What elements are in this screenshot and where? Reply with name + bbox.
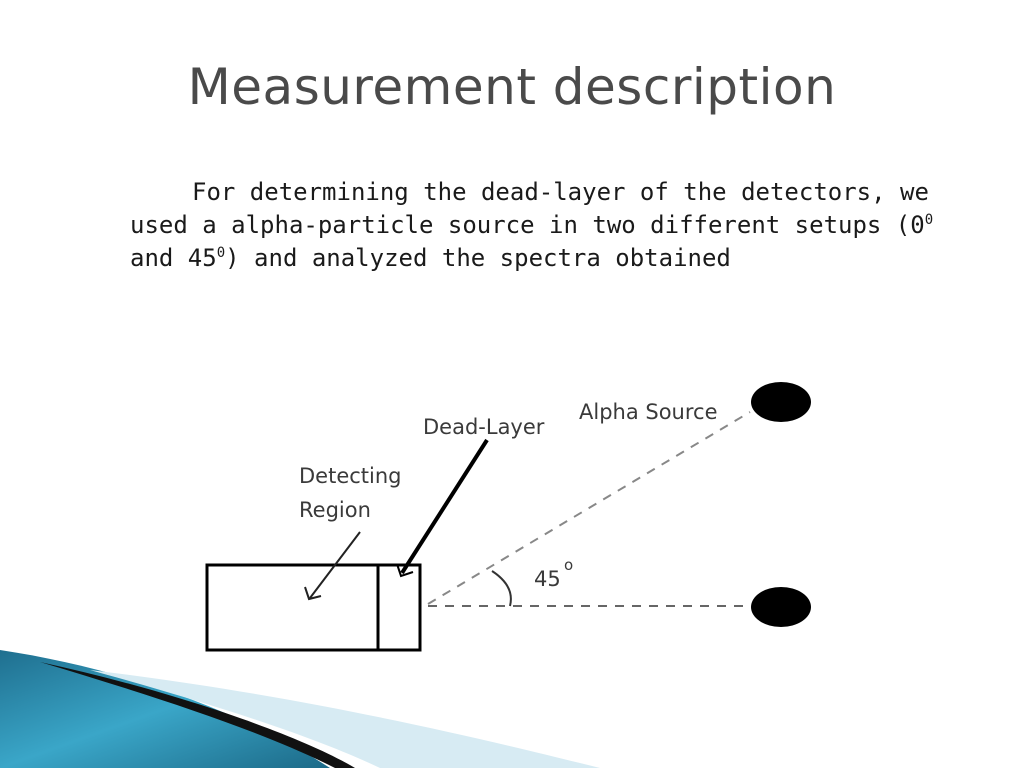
- detecting-label-line1: Detecting: [299, 464, 402, 488]
- angle-degree-mark: o: [564, 556, 573, 574]
- detector-body: [205, 563, 422, 652]
- body-line-3-end: ) and analyzed the spectra obtained: [225, 244, 731, 272]
- diagram-svg: Alpha Source Dead-Layer Detecting Region…: [205, 382, 811, 652]
- beam-45-deg: [427, 411, 751, 605]
- angle-arc: [491, 570, 512, 607]
- body-line-1: For determining the dead-layer of the de…: [192, 178, 929, 206]
- measurement-diagram: Alpha Source Dead-Layer Detecting Region…: [190, 360, 850, 665]
- degree-superscript: 0: [924, 212, 934, 228]
- slide-title: Measurement description: [187, 58, 837, 116]
- degree-superscript: 0: [216, 245, 226, 261]
- detecting-region-arrow: [309, 531, 361, 599]
- dead-layer-arrow: [400, 438, 489, 575]
- body-line-2: used a alpha-particle source in two diff…: [130, 211, 925, 239]
- dead-layer-label: Dead-Layer: [423, 415, 545, 439]
- alpha-source-label: Alpha Source: [579, 400, 718, 424]
- angle-label: 45: [534, 567, 561, 591]
- body-line-3: and 45: [130, 244, 217, 272]
- alpha-source-0: [751, 587, 811, 627]
- detecting-label-line2: Region: [299, 498, 371, 522]
- slide-body-text: For determining the dead-layer of the de…: [130, 178, 960, 272]
- alpha-source-45: [751, 382, 811, 422]
